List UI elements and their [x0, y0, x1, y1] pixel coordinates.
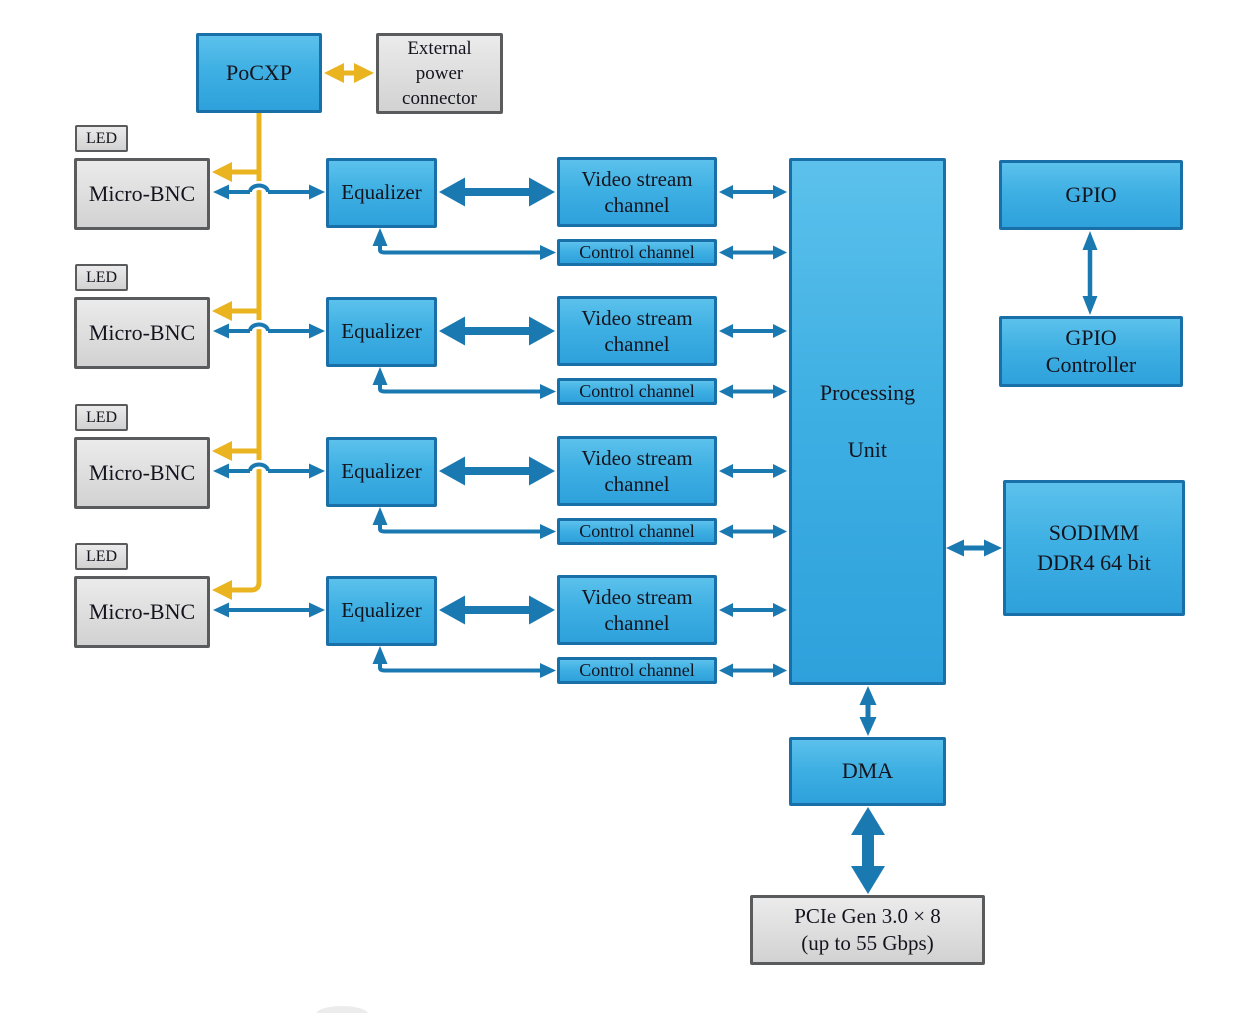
control-channel-box: Control channel	[557, 239, 717, 266]
pcie-box: PCIe Gen 3.0 × 8 (up to 55 Gbps)	[750, 895, 985, 965]
equalizer-box: Equalizer	[326, 437, 437, 507]
micro-bnc-box: Micro-BNC	[74, 297, 210, 369]
video-stream-channel-box: Video stream channel	[557, 575, 717, 645]
processing-unit-box: Processing Unit	[789, 158, 946, 685]
video-stream-channel-box: Video stream channel	[557, 296, 717, 366]
gpio-controller-arrow	[1082, 231, 1098, 315]
pocxp-box: PoCXP	[196, 33, 322, 113]
gpio-controller-box: GPIO Controller	[999, 316, 1183, 387]
control-channel-box: Control channel	[557, 378, 717, 405]
video-stream-channel-box: Video stream channel	[557, 157, 717, 227]
led-badge: LED	[75, 125, 128, 152]
led-badge: LED	[75, 543, 128, 570]
micro-bnc-box: Micro-BNC	[74, 576, 210, 648]
external-power-connector-box: External power connector	[376, 33, 503, 114]
equalizer-box: Equalizer	[326, 158, 437, 228]
video-stream-channel-box: Video stream channel	[557, 436, 717, 506]
control-channel-box: Control channel	[557, 518, 717, 545]
power-trunk-line	[212, 113, 262, 600]
gpio-box: GPIO	[999, 160, 1183, 230]
control-channel-box: Control channel	[557, 657, 717, 684]
pu-dma-arrow	[859, 686, 877, 736]
led-badge: LED	[75, 404, 128, 431]
equalizer-box: Equalizer	[326, 297, 437, 367]
micro-bnc-box: Micro-BNC	[74, 158, 210, 230]
equalizer-box: Equalizer	[326, 576, 437, 646]
led-badge: LED	[75, 264, 128, 291]
pu-sodimm-arrow	[946, 539, 1002, 557]
micro-bnc-box: Micro-BNC	[74, 437, 210, 509]
cutoff-shape	[316, 1006, 368, 1013]
pocxp-external-power-arrow	[324, 63, 374, 83]
dma-box: DMA	[789, 737, 946, 806]
sodimm-box: SODIMM DDR4 64 bit	[1003, 480, 1185, 616]
dma-pcie-arrow	[851, 807, 885, 894]
